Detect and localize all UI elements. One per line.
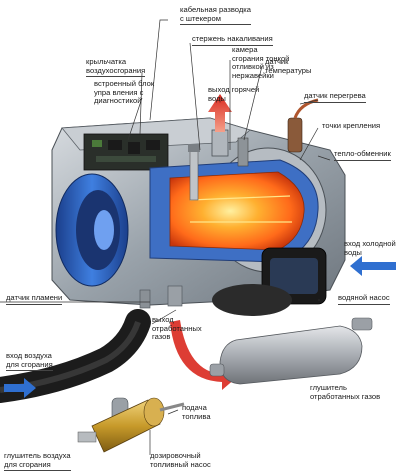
hot-water-outlet — [208, 94, 232, 157]
label-hot-water-out: выход горячей воды — [208, 85, 260, 103]
label-air-inlet: вход воздуха для сгорания — [6, 351, 53, 372]
exhaust-pipe — [139, 285, 183, 309]
label-control-unit: встроенный блок упра вления с диагностик… — [94, 79, 155, 106]
temp-sensor — [237, 137, 249, 167]
blue-right-arrow-icon — [4, 378, 36, 398]
combustion-chamber — [169, 171, 305, 251]
control-unit — [83, 133, 169, 171]
label-air-fan: крыльчатка воздухосгорания — [86, 57, 146, 78]
label-mount-points: точки крепления — [322, 121, 381, 130]
air-fan — [55, 173, 129, 287]
label-exhaust-out: выход отработанных газов — [152, 315, 202, 342]
water-pump — [212, 247, 327, 316]
label-cold-water-in: вход холодной воды — [344, 239, 396, 257]
label-flame-sensor: датчик пламени — [6, 293, 63, 305]
label-overheat-sensor: датчик перегрева — [304, 91, 366, 103]
leader-lines — [0, 19, 331, 455]
label-glow-rod: стержень накаливания — [192, 34, 273, 46]
label-air-muffler: глушитель воздуха для сгорания — [4, 451, 71, 472]
blue-left-arrow-icon — [350, 256, 396, 276]
red-curved-arrow-icon — [170, 320, 236, 390]
label-dosing-pump: дозировочный топливный насос — [150, 451, 211, 469]
label-cable-harness: кабельная разводка с штекером — [180, 5, 251, 26]
label-combustion-camera: камера сгорания тонкой отливкой из нержа… — [232, 45, 290, 80]
label-heat-exchanger: тепло-обменник — [334, 149, 391, 161]
label-exhaust-muffler: глушитель отработанных газов — [310, 383, 381, 401]
label-water-pump: водяной насос — [338, 293, 390, 305]
label-temp-sensor: датчик температуры — [265, 57, 312, 75]
glow-rod — [188, 144, 200, 201]
label-fuel-supply: подача топлива — [182, 403, 211, 421]
exhaust-muffler — [209, 317, 373, 385]
dosing-pump — [77, 397, 185, 453]
red-up-arrow-icon — [208, 94, 232, 132]
